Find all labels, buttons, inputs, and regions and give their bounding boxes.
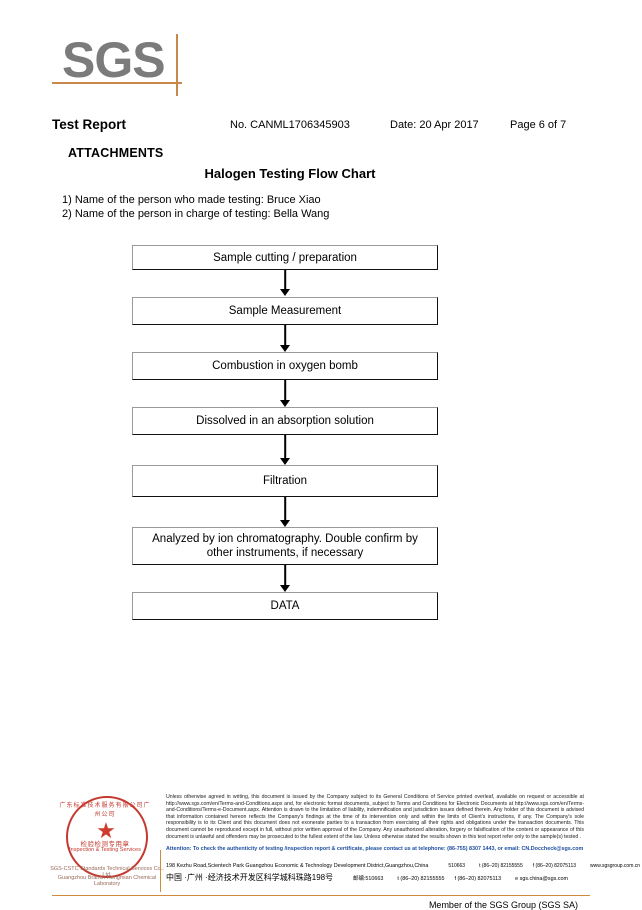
flow-arrow-2 (132, 325, 438, 352)
authenticity-notice[interactable]: Attention: To check the authenticity of … (166, 846, 584, 852)
report-header: Test Report No. CANML1706345903 Date: 20… (52, 117, 592, 135)
sgs-logo: SGS (52, 30, 192, 100)
flow-step-6: Analyzed by ion chromatography. Double c… (132, 527, 438, 565)
seal-center-english: Inspection & Testing Services (69, 847, 141, 853)
flow-arrow-4 (132, 435, 438, 465)
flow-arrow-1 (132, 270, 438, 297)
address-tel-en: t (86–20) 82155555 (479, 863, 523, 869)
address-street-cn: 中国 ·广州 ·经济技术开发区科学城科珠路198号 (166, 873, 334, 882)
section-heading-attachments: ATTACHMENTS (68, 146, 164, 160)
arrow-stem (284, 380, 286, 401)
seal-center-chinese: 检验检测专用章 (80, 841, 130, 848)
page-footer: 广东标准技术服务有限公司广州公司 ★ 检验检测专用章 Inspection & … (0, 788, 642, 910)
footer-divider (160, 850, 162, 892)
page-title: Test Report (52, 117, 127, 132)
halogen-testing-flowchart: Sample cutting / preparation Sample Meas… (132, 245, 440, 620)
footer-horizontal-rule (52, 895, 590, 897)
seal-company-line-1: SGS-CSTC Standards Technical Services Co… (50, 866, 164, 878)
arrow-stem (284, 270, 286, 290)
address-fax-cn: f (86–20) 82075113 (454, 876, 502, 882)
logo-wordmark: SGS (62, 32, 166, 88)
address-postcode-label-cn: 邮编: (353, 876, 366, 882)
address-fax-en: f (86–20) 82075113 (532, 863, 577, 869)
flow-arrow-5 (132, 497, 438, 527)
report-date: Date: 20 Apr 2017 (390, 119, 479, 131)
page-indicator: Page 6 of 7 (510, 119, 567, 131)
person-line-1: 1) Name of the person who made testing: … (62, 194, 321, 206)
testing-personnel: 1) Name of the person who made testing: … (62, 193, 329, 221)
arrow-stem (284, 325, 286, 346)
address-line-chinese: 中国 ·广州 ·经济技术开发区科学城科珠路198号 邮编:510663 t (86–… (166, 872, 596, 885)
address-tel-cn: t (86–20) 82155555 (397, 876, 445, 882)
logo-vertical-rule (176, 34, 178, 96)
flow-step-7: DATA (132, 592, 438, 620)
arrow-stem (284, 565, 286, 586)
flow-arrow-3 (132, 380, 438, 407)
star-icon: ★ (96, 818, 116, 843)
flow-arrow-6 (132, 565, 438, 592)
logo-horizontal-rule (52, 82, 182, 84)
flow-step-4: Dissolved in an absorption solution (132, 407, 438, 435)
company-seal-stamp: 广东标准技术服务有限公司广州公司 ★ 检验检测专用章 Inspection & … (50, 794, 164, 890)
member-of-group-line: Member of the SGS Group (SGS SA) (428, 900, 578, 910)
address-street-en: 198 Kezhu Road,Scientech Park Guangzhou … (166, 863, 429, 869)
arrow-head-icon (280, 289, 290, 296)
arrow-head-icon (280, 458, 290, 465)
arrow-stem (284, 497, 286, 521)
seal-arc-text: 广东标准技术服务有限公司广州公司 (59, 803, 151, 818)
flowchart-title: Halogen Testing Flow Chart (204, 166, 376, 181)
arrow-head-icon (280, 520, 290, 527)
flow-step-2: Sample Measurement (132, 297, 438, 325)
legal-disclaimer-text: Unless otherwise agreed in writing, this… (166, 794, 584, 840)
arrow-head-icon (280, 345, 290, 352)
address-postcode-en: 510663 (448, 863, 466, 869)
seal-outer-circle (66, 796, 148, 878)
arrow-head-icon (280, 585, 290, 592)
flow-step-5: Filtration (132, 465, 438, 497)
flow-step-3: Combustion in oxygen bomb (132, 352, 438, 380)
arrow-head-icon (280, 400, 290, 407)
report-number: No. CANML1706345903 (230, 119, 350, 131)
address-line-english: 198 Kezhu Road,Scientech Park Guangzhou … (166, 862, 640, 870)
person-line-2: 2) Name of the person in charge of testi… (62, 208, 330, 220)
flow-step-1: Sample cutting / preparation (132, 245, 438, 270)
address-website[interactable]: www.sgsgroup.com.cn (590, 863, 641, 869)
seal-company-line-2: Guangzhou Branch Hongmian Chemical Labor… (57, 875, 157, 887)
address-email-cn[interactable]: e sgs.china@sgs.com (515, 876, 568, 882)
arrow-stem (284, 435, 286, 459)
address-postcode-cn: 510663 (365, 876, 384, 882)
